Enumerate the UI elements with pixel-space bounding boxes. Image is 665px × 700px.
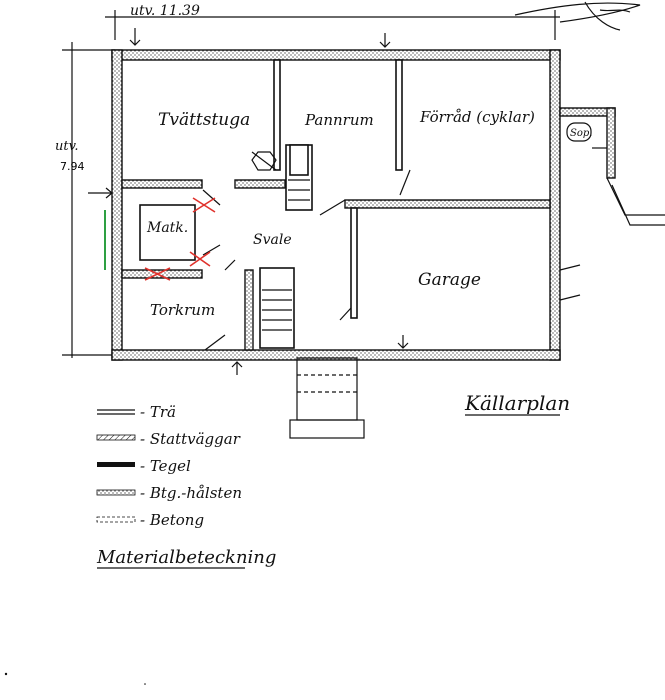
legend-label-tegel: - Tegel — [140, 457, 191, 475]
left-dimension: utv. 7.94 — [55, 42, 115, 358]
stairs — [262, 179, 310, 331]
room-matk: Matk. — [146, 220, 188, 236]
legend-title: Materialbeteckning — [96, 547, 276, 568]
legend-label-stattvaggar: - Stattväggar — [140, 430, 241, 448]
door-swings — [202, 169, 581, 351]
boiler-icon — [251, 151, 277, 171]
speck — [144, 683, 146, 685]
legend-labels: - Trä - Stattväggar - Tegel - Btg.-hålst… — [96, 403, 276, 569]
speck — [4, 672, 8, 676]
top-dimension: utv. 11.39 — [105, 3, 560, 40]
room-forrad: Förråd (cyklar) — [419, 108, 535, 126]
room-sop: Sop. — [570, 128, 592, 139]
legend-symbols — [96, 409, 136, 523]
plan-title-group: Källarplan — [464, 391, 570, 416]
room-labels: Tvättstuga Pannrum Förråd (cyklar) Matk.… — [146, 108, 592, 319]
room-torkrum: Torkrum — [150, 301, 215, 319]
corner-sketch — [514, 1, 641, 31]
red-x-marks — [144, 197, 216, 281]
inner-walls — [121, 59, 551, 351]
top-dimension-label: utv. 11.39 — [130, 3, 200, 19]
sop-annex — [559, 107, 665, 226]
opening-markers — [88, 28, 607, 375]
left-dimension-label: utv. — [55, 139, 79, 154]
room-tvattstuga: Tvättstuga — [158, 110, 250, 130]
room-pannrum: Pannrum — [304, 111, 374, 129]
entrance-steps — [289, 357, 365, 439]
legend-label-tra: - Trä — [140, 403, 176, 421]
legend-label-halsten: - Btg.-hålsten — [140, 484, 242, 502]
legend-label-betong: - Betong — [140, 511, 204, 529]
room-garage: Garage — [418, 270, 481, 290]
plan-title: Källarplan — [464, 391, 570, 415]
room-svale: Svale — [253, 232, 292, 248]
left-dimension-value: 7.94 — [60, 160, 85, 173]
